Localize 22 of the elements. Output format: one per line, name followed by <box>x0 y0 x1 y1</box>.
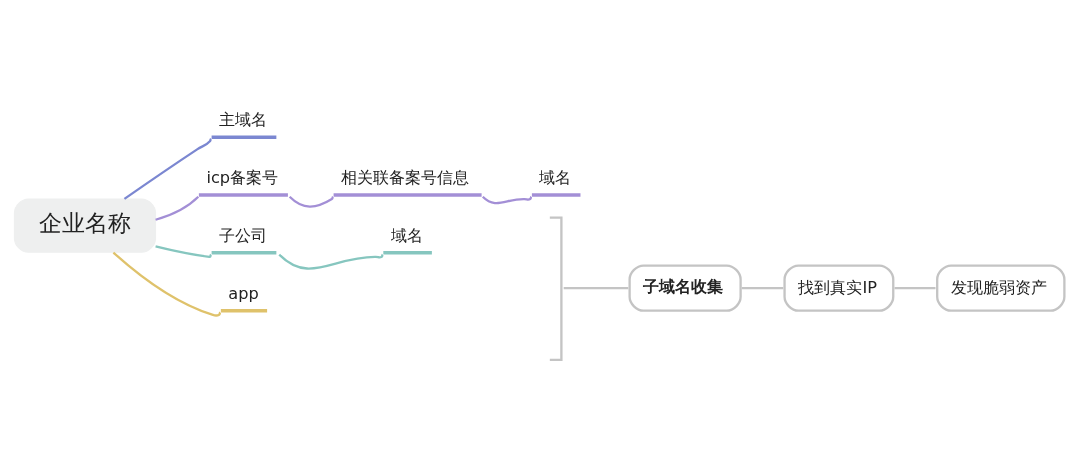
node-box: 找到真实IP <box>783 263 895 312</box>
connector <box>155 244 213 258</box>
node-text: 域名 <box>539 167 572 187</box>
node-text: 域名 <box>390 225 423 245</box>
connector <box>741 286 784 289</box>
connector <box>482 195 533 204</box>
node-box: 发现脆弱资产 <box>936 263 1066 312</box>
node-brace <box>549 215 563 361</box>
connector <box>112 251 222 317</box>
node-text: 子公司 <box>219 225 268 245</box>
connector <box>155 195 200 221</box>
node-text: app <box>228 283 259 303</box>
connector <box>288 195 335 208</box>
connector <box>563 286 629 289</box>
connector <box>278 253 384 270</box>
node-text: 相关联备案号信息 <box>341 167 470 187</box>
node-text: 主域名 <box>219 109 268 129</box>
node-text: icp备案号 <box>206 167 279 187</box>
connector <box>894 286 936 289</box>
connector <box>123 137 213 200</box>
node-box: 子域名收集 <box>628 263 742 312</box>
node-box: 企业名称 <box>13 198 157 253</box>
